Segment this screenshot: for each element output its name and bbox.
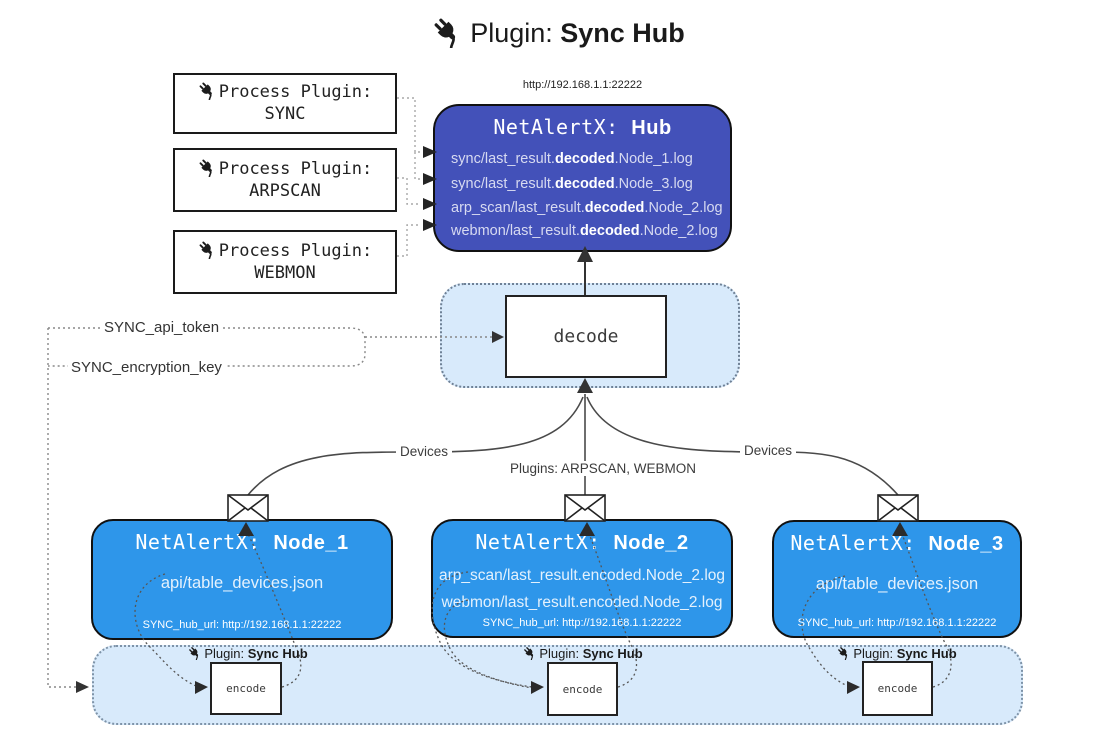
node-content-line: api/table_devices.json <box>160 574 324 592</box>
message-icon <box>564 494 606 522</box>
node-hub-url: SYNC_hub_url: http://192.168.1.1:22222 <box>142 619 342 631</box>
page-title: Plugin: Sync Hub <box>0 14 1117 51</box>
message-icon <box>877 494 919 522</box>
plug-icon <box>195 239 218 261</box>
process-plugin-sync-box: Process Plugin: SYNC <box>173 73 397 134</box>
devices-right-label: Devices <box>740 443 797 458</box>
title-prefix: Plugin: <box>470 18 553 48</box>
node-hub-url: SYNC_hub_url: http://192.168.1.1:22222 <box>482 617 682 629</box>
node-title: NetAlertX: Node_3 <box>790 531 1004 555</box>
process-plugin-webmon-box: Process Plugin: WEBMON <box>173 230 397 294</box>
title-name: Sync Hub <box>560 18 685 48</box>
sync-encryption-key-label: SYNC_encryption_key <box>68 359 225 376</box>
nodes-to-decode-edges <box>247 394 899 496</box>
process-plugin-label: Process Plugin: <box>218 241 373 261</box>
encode-label: encode <box>877 682 918 695</box>
decode-box: decode <box>505 295 667 378</box>
process-plugin-label: Process Plugin: <box>218 82 373 102</box>
plug-icon <box>195 80 218 102</box>
process-plugin-name: WEBMON <box>254 263 316 283</box>
encode-1-box: encode <box>210 662 282 715</box>
process-plugin-arpscan-box: Process Plugin: ARPSCAN <box>173 148 397 212</box>
node-3-box: NetAlertX: Node_3 api/table_devices.json… <box>772 520 1022 638</box>
node-content-line: api/table_devices.json <box>815 575 979 593</box>
node-content-line: webmon/last_result.encoded.Node_2.log <box>441 594 723 611</box>
hub-url-label: http://192.168.1.1:22222 <box>522 79 643 91</box>
process-plugin-label: Process Plugin: <box>218 159 373 179</box>
encoder-3-plugin-label: Plugin: Sync Hub <box>835 645 958 662</box>
encode-3-box: encode <box>862 661 933 716</box>
encoder-1-plugin-label: Plugin: Sync Hub <box>186 645 309 662</box>
node-content-line: arp_scan/last_result.encoded.Node_2.log <box>438 567 726 584</box>
decode-label: decode <box>553 326 619 347</box>
key-to-encoder-arrowhead <box>76 681 89 693</box>
node-content-lines: arp_scan/last_result.encoded.Node_2.log … <box>433 562 731 616</box>
plug-icon <box>429 14 466 51</box>
plug-icon <box>195 157 218 179</box>
encode-label: encode <box>226 682 266 695</box>
plug-icon <box>186 645 203 662</box>
node-2-box: NetAlertX: Node_2 arp_scan/last_result.e… <box>431 519 733 638</box>
hub-log-line: arp_scan/last_result.decoded.Node_2.log <box>451 200 723 216</box>
hub-log-line: webmon/last_result.decoded.Node_2.log <box>451 223 718 239</box>
process-plugin-name: SYNC <box>264 104 306 124</box>
hub-log-line: sync/last_result.decoded.Node_3.log <box>451 176 693 192</box>
plugins-mid-label: Plugins: ARPSCAN, WEBMON <box>506 461 701 476</box>
devices-left-label: Devices <box>396 444 453 459</box>
plug-icon <box>835 645 852 662</box>
message-icon <box>227 494 269 522</box>
encode-2-box: encode <box>547 662 618 716</box>
encoder-2-plugin-label: Plugin: Sync Hub <box>521 645 644 662</box>
process-plugin-name: ARPSCAN <box>249 181 321 201</box>
sync-api-token-label: SYNC_api_token <box>101 319 223 336</box>
hub-box: NetAlertX: Hub sync/last_result.decoded.… <box>433 104 732 252</box>
node-hub-url: SYNC_hub_url: http://192.168.1.1:22222 <box>797 617 997 629</box>
hub-title: NetAlertX: Hub <box>493 115 672 139</box>
encode-label: encode <box>562 682 603 696</box>
plugin-to-hub-connectors <box>397 97 420 257</box>
plug-icon <box>521 645 538 662</box>
envelope-icons <box>227 494 919 522</box>
node-title: NetAlertX: Node_2 <box>475 530 689 554</box>
node-1-box: NetAlertX: Node_1 api/table_devices.json… <box>91 519 393 640</box>
node-title: NetAlertX: Node_1 <box>135 530 349 554</box>
hub-log-line: sync/last_result.decoded.Node_1.log <box>451 151 693 167</box>
